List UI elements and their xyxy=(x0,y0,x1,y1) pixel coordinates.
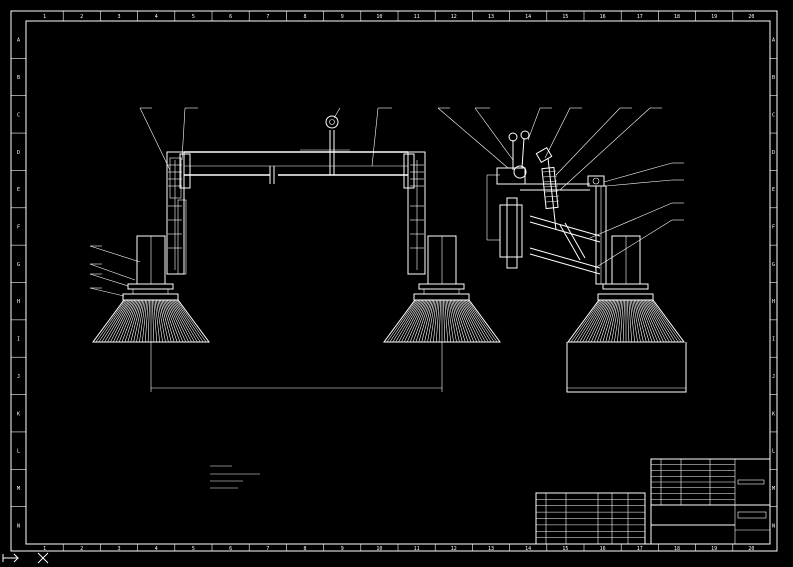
left-mast-upper-block xyxy=(169,157,182,199)
column-zone-label: 7 xyxy=(266,14,269,20)
row-zone-label-right: M xyxy=(772,486,775,492)
column-zone-label-bottom: 9 xyxy=(341,546,344,552)
column-zone-label-bottom: 8 xyxy=(303,546,306,552)
column-zone-label: 9 xyxy=(341,14,344,20)
column-zone-label-bottom: 11 xyxy=(414,546,420,552)
right-brush xyxy=(567,299,685,343)
column-zone-label-bottom: 4 xyxy=(155,546,158,552)
column-zone-label-bottom: 12 xyxy=(451,546,457,552)
row-zone-label-right: F xyxy=(772,224,775,230)
row-zone-label: N xyxy=(17,523,20,529)
column-zone-label: 11 xyxy=(414,14,420,20)
row-zone-label-right: C xyxy=(772,112,775,118)
column-zone-label: 8 xyxy=(303,14,306,20)
column-zone-label-bottom: 20 xyxy=(748,546,754,552)
row-zone-label: C xyxy=(17,112,20,118)
column-zone-label: 14 xyxy=(525,14,531,20)
column-zone-label: 19 xyxy=(711,14,717,20)
row-zone-label-right: J xyxy=(772,374,775,380)
row-zone-label: K xyxy=(17,411,20,417)
row-zone-label-right: N xyxy=(772,523,775,529)
row-zone-label: A xyxy=(17,38,20,44)
column-zone-label-bottom: 18 xyxy=(674,546,680,552)
right-side-view xyxy=(486,130,687,393)
row-zone-label-right: B xyxy=(772,75,775,81)
column-zone-label: 17 xyxy=(637,14,643,20)
lifting-eye xyxy=(325,115,339,129)
row-zone-label-right: G xyxy=(772,262,775,268)
row-zone-label: I xyxy=(17,337,20,343)
part-leader-lines xyxy=(89,107,684,297)
title-block xyxy=(650,458,771,545)
column-zone-label-bottom: 2 xyxy=(80,546,83,552)
parts-list-table xyxy=(535,492,646,545)
column-zone-label-bottom: 3 xyxy=(117,546,120,552)
column-zone-label: 3 xyxy=(117,14,120,20)
row-zone-label-right: D xyxy=(772,150,775,156)
inner-border xyxy=(25,20,771,545)
column-zone-label-bottom: 19 xyxy=(711,546,717,552)
column-zone-label: 20 xyxy=(748,14,754,20)
center-sweeper-assembly xyxy=(383,151,501,343)
linkage-arms xyxy=(529,215,601,275)
outer-border xyxy=(10,10,778,552)
column-zone-label-bottom: 1 xyxy=(43,546,46,552)
left-mast xyxy=(166,151,185,275)
cross-beam xyxy=(184,115,408,184)
row-zone-label: L xyxy=(17,449,20,455)
lever-knob xyxy=(508,132,518,142)
column-zone-label-bottom: 15 xyxy=(562,546,568,552)
row-zone-labels-right: A B C D E F G H I J K L M N xyxy=(770,38,777,529)
column-zone-label: 4 xyxy=(155,14,158,20)
row-zone-label: H xyxy=(17,299,20,305)
column-zone-label: 16 xyxy=(600,14,606,20)
technical-notes xyxy=(210,465,260,489)
row-zone-label: J xyxy=(17,374,20,380)
column-zone-label: 5 xyxy=(192,14,195,20)
column-zone-label: 6 xyxy=(229,14,232,20)
left-sweeper-assembly xyxy=(92,151,210,343)
row-zone-labels-left: A B C D E F G H I J K L M N xyxy=(11,38,26,529)
row-zone-label: D xyxy=(17,150,20,156)
brush-spacing-dimension xyxy=(150,342,443,392)
center-mast xyxy=(407,151,426,275)
column-zone-label-bottom: 13 xyxy=(488,546,494,552)
column-zone-label: 10 xyxy=(376,14,382,20)
column-zone-label: 1 xyxy=(43,14,46,20)
column-zone-label-bottom: 6 xyxy=(229,546,232,552)
row-zone-label-right: L xyxy=(772,449,775,455)
column-zone-label-bottom: 5 xyxy=(192,546,195,552)
column-zone-label: 15 xyxy=(562,14,568,20)
row-zone-label-right: A xyxy=(772,38,775,44)
column-zone-label-bottom: 17 xyxy=(637,546,643,552)
column-zone-label-bottom: 10 xyxy=(376,546,382,552)
column-zone-label: 13 xyxy=(488,14,494,20)
column-zone-label-bottom: 14 xyxy=(525,546,531,552)
column-zone-label-bottom: 16 xyxy=(600,546,606,552)
spring-damper xyxy=(535,146,560,231)
center-brush xyxy=(383,299,501,343)
row-zone-label: B xyxy=(17,75,20,81)
column-zone-label: 18 xyxy=(674,14,680,20)
row-zone-label: G xyxy=(17,262,20,268)
row-zone-label-right: E xyxy=(772,187,775,193)
column-zone-label: 2 xyxy=(80,14,83,20)
row-zone-label-right: K xyxy=(772,411,775,417)
row-zone-label-right: I xyxy=(772,337,775,343)
view-direction-arrow-icon xyxy=(2,553,20,563)
row-zone-label: M xyxy=(17,486,20,492)
row-zone-label: F xyxy=(17,224,20,230)
column-zone-label-bottom: 7 xyxy=(266,546,269,552)
column-zone-label: 12 xyxy=(451,14,457,20)
row-zone-label-right: H xyxy=(772,299,775,305)
cross-mark-icon xyxy=(37,552,49,564)
row-zone-label: E xyxy=(17,187,20,193)
left-brush xyxy=(92,299,210,343)
